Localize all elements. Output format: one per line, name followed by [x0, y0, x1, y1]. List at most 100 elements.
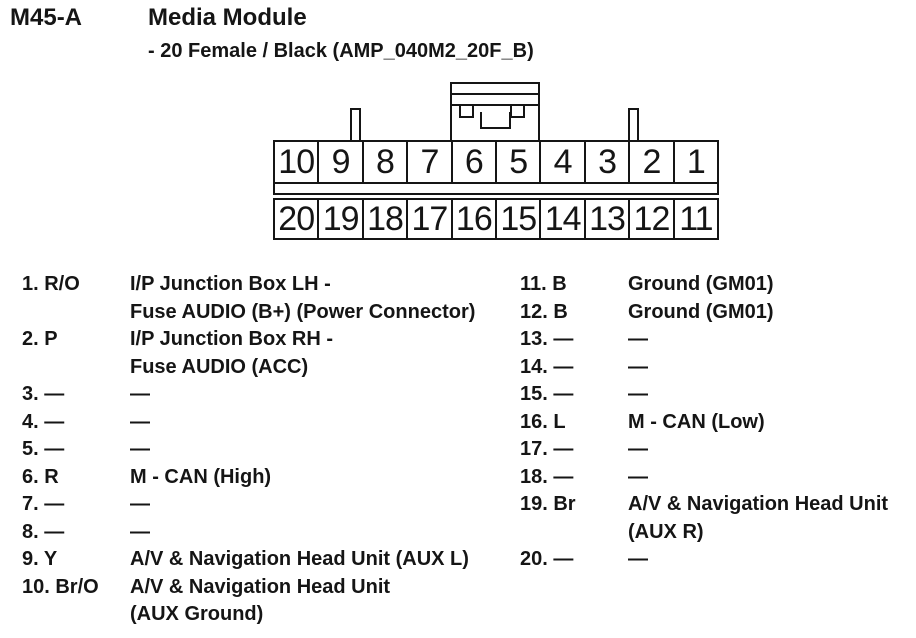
pin-line: 18. — — — [520, 464, 888, 492]
pin-label — [22, 601, 130, 629]
connector-latch-icon — [450, 82, 540, 142]
pin-cell: 9 — [317, 140, 364, 184]
pin-desc: Fuse AUDIO (B+) (Power Connector) — [130, 300, 476, 323]
pin-label: 6. R — [22, 465, 59, 488]
pin-cell: 10 — [273, 140, 320, 184]
pin-cell: 14 — [539, 198, 586, 240]
pin-label: 13. — — [520, 328, 574, 350]
connector-row-separator — [273, 184, 719, 195]
pin-cell: 11 — [672, 198, 720, 240]
latch-notch-right — [510, 104, 525, 118]
pin-label: 5. — — [22, 438, 65, 460]
pin-desc: — — [130, 438, 150, 460]
pin-desc: — — [628, 328, 648, 350]
pin-desc: — — [130, 520, 150, 543]
pin-desc: Fuse AUDIO (ACC) — [130, 355, 309, 378]
pin-line: 2. P I/P Junction Box RH - — [22, 326, 475, 354]
pin-line: 19. Br A/V & Navigation Head Unit — [520, 491, 888, 519]
pin-line: (AUX R) — [520, 519, 888, 547]
pin-line: 16. L M - CAN (Low) — [520, 409, 888, 437]
pin-cell: 17 — [406, 198, 453, 240]
connector-code: M45-A — [10, 4, 83, 31]
pin-line: 4. — — — [22, 409, 475, 437]
pin-line: 6. R M - CAN (High) — [22, 464, 475, 492]
pin-line: 8. — — — [22, 519, 475, 547]
pin-line: 7. — — — [22, 491, 475, 519]
latch-bridge — [480, 112, 511, 129]
pin-desc: A/V & Navigation Head Unit — [130, 575, 391, 598]
pin-label: 4. — — [22, 410, 65, 433]
pin-row-bottom: 20 19 18 17 16 15 14 13 12 11 — [273, 198, 720, 240]
pin-cell: 1 — [672, 140, 720, 184]
pin-desc: — — [628, 383, 648, 405]
connector-tab-right-icon — [628, 108, 639, 142]
pin-line: 12. B Ground (GM01) — [520, 299, 888, 327]
pin-desc: (AUX Ground) — [130, 603, 264, 625]
pin-label: 10. Br/O — [22, 575, 99, 598]
pin-label — [22, 354, 130, 382]
pin-label: 18. — — [520, 465, 574, 488]
pin-desc: — — [130, 410, 150, 433]
pin-label: 2. P — [22, 328, 58, 350]
pin-label: 3. — — [22, 383, 65, 405]
pin-label: 8. — — [22, 520, 65, 543]
pin-label — [22, 299, 130, 327]
pin-desc: — — [130, 383, 150, 405]
pin-cell: 8 — [361, 140, 409, 184]
pin-desc: I/P Junction Box LH - — [130, 273, 331, 295]
pin-list-left: 1. R/O I/P Junction Box LH - Fuse AUDIO (… — [22, 271, 475, 629]
pin-label: 11. B — [520, 273, 567, 295]
pin-line: 1. R/O I/P Junction Box LH - — [22, 271, 475, 299]
pin-cell: 19 — [317, 198, 364, 240]
pin-label: 14. — — [520, 355, 574, 378]
pin-cell: 4 — [539, 140, 586, 184]
pin-line: 5. — — — [22, 436, 475, 464]
pin-label: 7. — — [22, 493, 65, 515]
pin-line: 15. — — — [520, 381, 888, 409]
pin-desc: M - CAN (High) — [130, 465, 272, 488]
pin-line: (AUX Ground) — [22, 601, 475, 629]
pin-label: 17. — — [520, 438, 574, 460]
pin-cell: 7 — [406, 140, 453, 184]
pin-desc: M - CAN (Low) — [628, 410, 765, 433]
pin-line: 20. —— — [520, 546, 888, 574]
pin-desc: I/P Junction Box RH - — [130, 328, 333, 350]
pin-label: 20. — — [520, 548, 574, 570]
pin-line: 3. — — — [22, 381, 475, 409]
pin-desc: — — [628, 355, 648, 378]
pin-desc: Ground (GM01) — [628, 300, 774, 323]
latch-rib-top — [452, 84, 538, 95]
connector-spec: - 20 Female / Black (AMP_040M2_20F_B) — [148, 40, 534, 62]
pin-line: 14. — — — [520, 354, 888, 382]
pin-label: 15. — — [520, 383, 574, 405]
pin-cell: 13 — [583, 198, 631, 240]
pin-label: 1. R/O — [22, 273, 80, 295]
pin-cell: 20 — [273, 198, 320, 240]
pin-desc: A/V & Navigation Head Unit — [628, 493, 889, 515]
pin-cell: 3 — [583, 140, 631, 184]
pin-desc: — — [130, 493, 150, 515]
pin-desc: — — [628, 465, 648, 488]
pin-label — [520, 519, 628, 547]
pin-cell: 2 — [628, 140, 675, 184]
pin-cell: 12 — [628, 198, 675, 240]
connector-tab-left-icon — [350, 108, 361, 142]
pin-desc: A/V & Navigation Head Unit (AUX L) — [130, 548, 469, 570]
pin-line: 17. — — — [520, 436, 888, 464]
pin-desc: — — [628, 438, 648, 460]
pin-label: 12. B — [520, 300, 568, 323]
latch-rib-bottom — [452, 95, 538, 106]
pin-label: 19. Br — [520, 493, 576, 515]
pin-label: 9. Y — [22, 548, 58, 570]
pin-line: 10. Br/O A/V & Navigation Head Unit — [22, 574, 475, 602]
pin-line: 13. — — — [520, 326, 888, 354]
pin-cell: 5 — [495, 140, 542, 184]
pin-label: 16. L — [520, 410, 566, 433]
latch-notch-left — [459, 104, 474, 118]
pin-cell: 15 — [495, 198, 542, 240]
pin-desc: (AUX R) — [628, 520, 704, 543]
pin-cell: 16 — [450, 198, 498, 240]
